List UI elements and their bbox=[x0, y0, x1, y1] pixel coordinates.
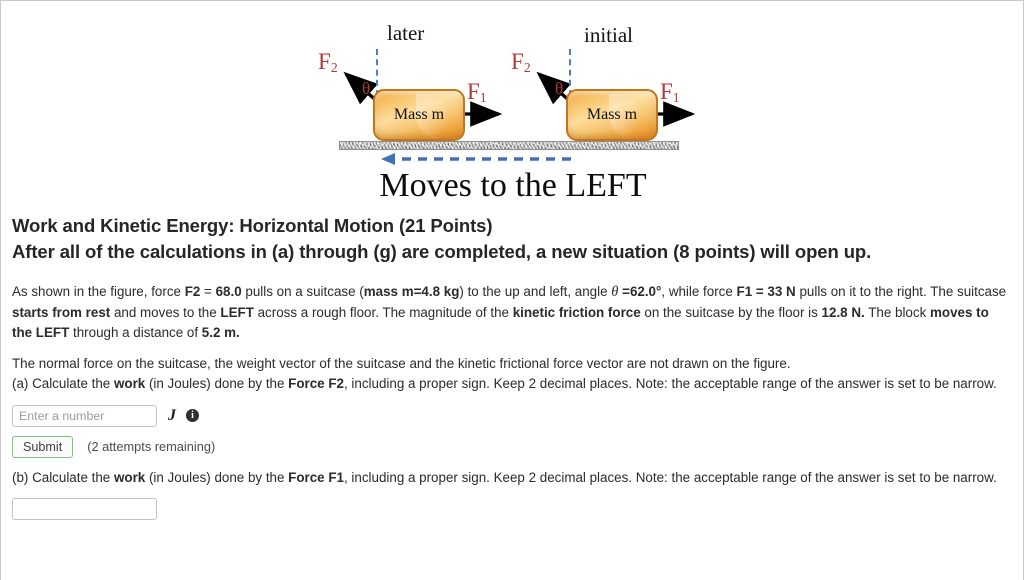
dashed-vertical-right bbox=[569, 49, 571, 127]
info-icon-a[interactable]: i bbox=[186, 409, 199, 423]
figure-caption-moves-left: Moves to the LEFT bbox=[379, 167, 647, 204]
problem-statement: As shown in the figure, force F2 = 68.0 … bbox=[12, 282, 1012, 343]
ps-t11: through a distance of bbox=[69, 324, 202, 340]
block-mass-later: Mass m bbox=[373, 89, 465, 141]
pa-t2: (in Joules) done by the bbox=[145, 375, 289, 391]
pa-t3: , including a proper sign. Keep 2 decima… bbox=[343, 375, 997, 391]
ps-t1: As shown in the figure, force bbox=[12, 283, 185, 299]
question-title-line1: Work and Kinetic Energy: Horizontal Moti… bbox=[12, 215, 493, 236]
ps-t5: , while force bbox=[661, 283, 737, 299]
pb-force-f1: Force F1 bbox=[288, 469, 344, 485]
ps-distance-value: 5.2 m. bbox=[201, 324, 240, 340]
ps-t6: pulls on it to the right. The suitcase bbox=[795, 283, 1007, 299]
force-label-f1-right: F1 bbox=[660, 79, 680, 106]
answer-row-a: J i bbox=[12, 404, 1012, 427]
part-a-prompt: (a) Calculate the work (in Joules) done … bbox=[12, 374, 1012, 394]
unit-joules-label-a: J bbox=[168, 406, 176, 424]
ps-starts-from-rest: starts from rest bbox=[12, 304, 111, 320]
block-label-initial: Mass m bbox=[586, 106, 638, 123]
ps-t7: and moves to the bbox=[110, 304, 221, 320]
part-b-prompt: (b) Calculate the work (in Joules) done … bbox=[12, 468, 1012, 488]
question-title-line2: After all of the calculations in (a) thr… bbox=[12, 241, 872, 263]
figure-label-initial: initial bbox=[584, 23, 633, 47]
submit-button-a[interactable]: Submit bbox=[12, 435, 74, 458]
figure-label-later: later bbox=[387, 21, 425, 45]
question-title: Work and Kinetic Energy: Horizontal Moti… bbox=[12, 213, 1012, 266]
ps-angle-value: =62.0° bbox=[618, 283, 662, 299]
question-content: Work and Kinetic Energy: Horizontal Moti… bbox=[1, 213, 1023, 521]
ps-f2-value: 68.0 bbox=[215, 283, 242, 299]
ps-f1-value: F1 = 33 N bbox=[736, 283, 796, 299]
ps-left-2: moves to the LEFT bbox=[12, 304, 989, 340]
physics-figure: later initial F2 θ F1 F2 θ F1 Mass m Mas… bbox=[1, 1, 1023, 213]
answer-input-b[interactable] bbox=[12, 498, 157, 521]
ps-t2: = bbox=[200, 283, 216, 299]
ps-friction: kinetic friction force bbox=[512, 304, 641, 320]
force-label-f2-right: F2 bbox=[511, 49, 531, 76]
pb-t3: , including a proper sign. Keep 2 decima… bbox=[343, 469, 997, 485]
answer-input-a[interactable] bbox=[12, 404, 157, 427]
pa-t1: (a) Calculate the bbox=[12, 375, 114, 391]
floor-surface bbox=[339, 141, 679, 150]
force-label-f2-left: F2 bbox=[318, 49, 338, 76]
ps-left-1: LEFT bbox=[220, 304, 254, 320]
submit-row-a: Submit (2 attempts remaining) bbox=[12, 435, 1012, 458]
ps-f2: F2 bbox=[184, 283, 201, 299]
block-label-later: Mass m bbox=[393, 106, 445, 123]
pb-work: work bbox=[113, 469, 146, 485]
pb-t2: (in Joules) done by the bbox=[145, 469, 289, 485]
ps-t8: across a rough floor. The magnitude of t… bbox=[253, 304, 513, 320]
pa-work: work bbox=[113, 375, 146, 391]
theta-label-right: θ bbox=[555, 79, 564, 98]
ps-friction-value: 12.8 N. bbox=[821, 304, 865, 320]
dashed-vertical-left bbox=[376, 49, 378, 127]
ps-t4: ) to the up and left, angle bbox=[459, 283, 612, 299]
ps-t9: on the suitcase by the floor is bbox=[640, 304, 822, 320]
pa-force-f2: Force F2 bbox=[288, 375, 344, 391]
force-label-f1-left: F1 bbox=[467, 79, 487, 106]
block-mass-initial: Mass m bbox=[566, 89, 658, 141]
ps-mass: mass m=4.8 kg bbox=[363, 283, 460, 299]
ps-t10: The block bbox=[864, 304, 930, 320]
pb-t1: (b) Calculate the bbox=[12, 469, 114, 485]
attempts-remaining-a: (2 attempts remaining) bbox=[87, 439, 216, 455]
note-forces-not-drawn: The normal force on the suitcase, the we… bbox=[12, 356, 791, 372]
ps-theta-symbol: θ bbox=[611, 283, 619, 300]
theta-label-left: θ bbox=[362, 79, 371, 98]
ps-t3: pulls on a suitcase ( bbox=[241, 283, 364, 299]
